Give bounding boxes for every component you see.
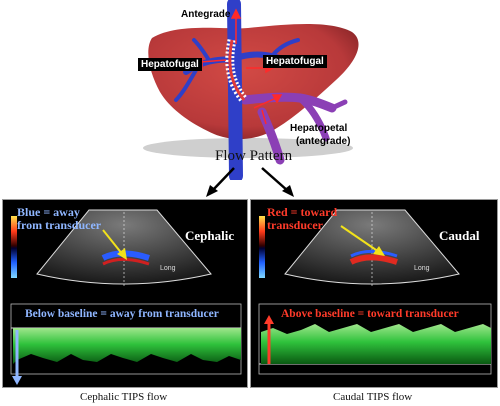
caudal-ultrasound (258, 209, 492, 375)
label-hepatofugal-left: Hepatofugal (138, 58, 202, 71)
liver-shape (148, 24, 359, 139)
caudal-view-label: Caudal (439, 228, 480, 243)
cephalic-view-label: Cephalic (185, 228, 235, 243)
label-hepatofugal-right: Hepatofugal (263, 55, 327, 68)
caudal-note-line1: Red = toward (267, 205, 338, 219)
cephalic-baseline-text: Below baseline = away from transducer (25, 308, 219, 320)
pointer-arrow-icon (340, 225, 380, 253)
label-antegrade: Antegrade (181, 9, 231, 20)
cephalic-note-line1: Blue = away (17, 205, 80, 219)
liver-shadow (143, 138, 353, 158)
cephalic-panel: Blue = away from transducer Cephalic Lon… (2, 199, 248, 388)
label-antegrade-paren: (antegrade) (296, 136, 351, 147)
cephalic-ultrasound (10, 209, 242, 385)
label-hepatopetal: Hepatopetal (290, 123, 348, 134)
caudal-note: Red = toward transducer (267, 206, 337, 232)
vessel-red-flow (349, 254, 398, 265)
liver-diagram (143, 0, 359, 180)
color-scale-bar (11, 216, 17, 278)
tips-stent (225, 39, 248, 103)
split-arrows (206, 167, 294, 197)
caudal-note-line2: transducer (267, 218, 323, 232)
color-scale-bar (259, 216, 265, 278)
cephalic-note-line2: from transducer (17, 218, 102, 232)
caudal-baseline-text: Above baseline = toward transducer (281, 308, 459, 320)
flow-pattern-title: Flow Pattern (215, 148, 293, 164)
caudal-probe-label: Long (414, 265, 430, 272)
doppler-waveform (261, 324, 491, 364)
caption-caudal: Caudal TIPS flow (333, 391, 413, 403)
caudal-panel: Red = toward transducer Caudal Long Abov… (250, 199, 498, 388)
cephalic-probe-label: Long (160, 265, 176, 272)
pointer-arrow-icon (102, 229, 124, 256)
caption-cephalic: Cephalic TIPS flow (80, 391, 168, 403)
cephalic-note: Blue = away from transducer (17, 206, 101, 232)
doppler-waveform (13, 328, 241, 364)
arrow-right-icon (261, 167, 289, 192)
ultrasound-sector (36, 209, 212, 285)
arrow-left-icon (211, 167, 235, 192)
